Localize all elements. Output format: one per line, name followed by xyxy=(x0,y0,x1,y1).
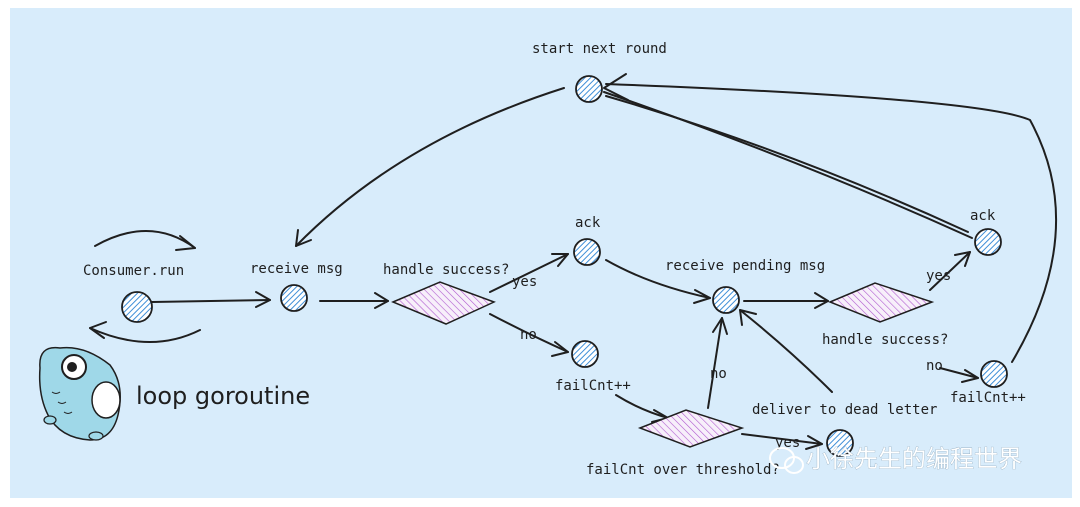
node-start-next-round xyxy=(575,75,603,103)
edge-ack1-to-pending xyxy=(605,259,711,299)
loop-arc-top-head xyxy=(175,235,196,251)
edge-ack1-to-pending-head xyxy=(693,289,711,304)
loop-arc-bottom xyxy=(89,327,201,343)
label-consumer-run: Consumer.run xyxy=(83,263,184,279)
edge-ack2-to-start xyxy=(603,91,973,239)
edge-handle2-to-fail2-head xyxy=(961,369,979,383)
diagram-canvas xyxy=(10,8,1072,498)
node-dead-letter xyxy=(826,429,854,457)
label-receive-msg: receive msg xyxy=(250,261,343,277)
node-consumer-run xyxy=(121,291,153,323)
edge-label-yes-2: yes xyxy=(926,268,951,284)
node-ack-1 xyxy=(573,238,601,266)
edge-label-yes-1: yes xyxy=(512,274,537,290)
label-deliver-to-dead-letter: deliver to dead letter xyxy=(752,402,937,418)
node-fail-cnt-1 xyxy=(571,340,599,368)
loop-arc-top xyxy=(94,230,196,249)
edge-handle1-to-ack1 xyxy=(489,253,569,293)
node-ack-2 xyxy=(974,228,1002,256)
decision-fail-cnt-threshold xyxy=(637,409,745,448)
edge-handle2-to-fail2 xyxy=(939,367,979,379)
gopher-mascot-icon xyxy=(38,346,121,441)
label-fail-cnt-1: failCnt++ xyxy=(555,378,631,394)
edge-start-to-receive xyxy=(295,87,565,247)
edge-start-to-receive-head xyxy=(295,229,312,247)
edge-start-head xyxy=(603,73,629,101)
decision-handle-success-1 xyxy=(391,281,496,325)
edge-deadletter-to-pending xyxy=(739,309,833,393)
edge-handle2-to-ack2 xyxy=(929,251,971,291)
edge-pending-to-handle2-head xyxy=(814,292,829,309)
edge-threshold-to-deadletter-head xyxy=(805,435,823,450)
label-handle-success-2: handle success? xyxy=(822,332,948,348)
decision-handle-success-2 xyxy=(828,282,935,323)
edge-handle2-to-ack2-head xyxy=(954,251,971,267)
edge-handle1-to-fail1-head xyxy=(551,341,569,357)
node-fail-cnt-2 xyxy=(980,360,1008,388)
edge-label-no-2: no xyxy=(926,358,943,374)
edge-fail2-to-start xyxy=(605,83,1058,363)
label-start-next-round: start next round xyxy=(532,41,667,57)
edge-label-no-3: no xyxy=(710,366,727,382)
edge-fail1-to-threshold xyxy=(615,394,669,419)
edge-handle1-to-ack1-head xyxy=(551,253,569,267)
label-loop-goroutine: loop goroutine xyxy=(136,382,310,410)
edge-handle1-to-fail1 xyxy=(489,313,569,353)
watermark-text: 小徐先生的编程世界 xyxy=(806,445,1022,473)
node-receive-pending xyxy=(712,286,740,314)
label-fail-cnt-2: failCnt++ xyxy=(950,390,1026,406)
edge-run-to-receive-head xyxy=(255,291,271,308)
edge-ack2-to-start-2 xyxy=(605,95,969,233)
edge-threshold-to-pending xyxy=(707,317,723,409)
label-ack-1: ack xyxy=(575,215,601,231)
edge-threshold-to-pending-head xyxy=(712,317,728,335)
edge-label-no-1: no xyxy=(520,327,537,343)
wechat-icon xyxy=(769,447,804,474)
node-receive-msg xyxy=(280,284,308,312)
edge-run-to-receive xyxy=(151,299,271,303)
edge-deadletter-to-pending-head xyxy=(739,309,757,326)
loop-arc-bottom-head xyxy=(89,321,107,339)
label-fail-cnt-over-threshold: failCnt over threshold? xyxy=(586,462,780,478)
label-handle-success-1: handle success? xyxy=(383,262,509,278)
edge-receive-to-handle-head xyxy=(374,292,389,309)
label-receive-pending-msg: receive pending msg xyxy=(665,258,825,274)
label-ack-2: ack xyxy=(970,208,996,224)
edge-threshold-to-deadletter xyxy=(741,433,823,445)
edge-label-yes-3: yes xyxy=(775,435,800,451)
